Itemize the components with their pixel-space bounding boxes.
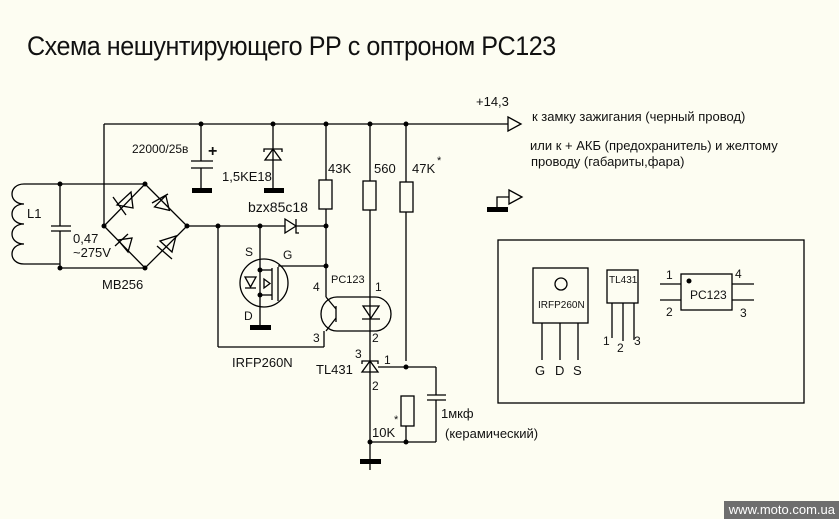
r4-mark: * [394,414,399,426]
output-note-3: проводу (габариты,фара) [531,154,685,169]
cap-fb-label: 1мкф [441,406,474,421]
opto-pin-2: 2 [372,331,379,345]
r4-label: 10K [372,425,396,440]
bridge-diode [151,193,171,212]
resistor-10k [400,395,415,427]
tl431-pin-2: 2 [372,379,379,393]
r1-label: 43K [328,161,352,176]
mosfet-body-diode [243,276,258,289]
pinout-tl431-pin-2: 2 [617,341,624,355]
mosfet-gate-label: G [283,248,293,262]
tvs-label: 1,5KE18 [222,169,272,184]
pinout-tl431-pin-1: 1 [603,334,610,348]
opto-led [361,305,381,320]
inductor-l1 [11,183,60,265]
ground-bar [264,188,284,193]
pinout-opto-name: PC123 [690,288,727,302]
pinout-opto-pin-4: 4 [735,267,742,281]
zener-label: bzx85c18 [248,199,308,215]
cap-main-polarity: + [208,143,218,160]
tl431-symbol [360,359,380,373]
cap-ac-value: 0,47 [73,231,99,246]
pinout-opto-pin-1: 1 [666,268,673,282]
opto-label: PC123 [331,274,365,286]
mosfet-source-label: S [245,245,254,259]
pinout-box [497,239,805,404]
cap-main-label: 22000/25в [132,142,189,156]
ground-bar [192,188,212,193]
pinout-mosfet-name: IRFP260N [538,300,585,311]
cap-ac-voltage: ~275V [73,245,111,260]
r2-label: 560 [374,161,396,176]
tvs-diode [263,147,283,161]
mosfet-body [239,258,289,308]
resistor-47k [399,181,414,213]
opto-pin-4: 4 [313,280,320,294]
resistor-560 [362,180,377,211]
mosfet-package [532,267,589,324]
bridge-diode [156,235,177,260]
pinout-tl431-pin-3: 3 [634,334,641,348]
cap-fb-type: (керамический) [445,426,539,441]
resistor-43k [318,179,333,210]
opto-package [680,273,733,311]
mosfet-drain-label: D [244,309,253,323]
pinout-tl431-name: TL431 [609,275,638,286]
pinout-mosfet-pin-d: D [555,363,565,378]
ground-bar [360,459,381,464]
bridge-diode [114,233,133,254]
pinout-opto-pin-3: 3 [740,306,747,320]
zener-diode [284,217,298,235]
pinout-mosfet-pin-g: G [535,363,546,378]
watermark: www.moto.com.ua [723,501,839,519]
output-note-1: к замку зажигания (черный провод) [532,109,746,124]
pinout-opto-pin-2: 2 [666,305,673,319]
output-arrow-plus [507,115,523,133]
opto-pin-1: 1 [375,280,382,294]
diagram-title: Схема нешунтирующего РР с оптроном PC123 [27,31,556,61]
pinout-mosfet-pin-s: S [573,363,582,378]
voltage-label: +14,3 [476,94,509,109]
mosfet-label: IRFP260N [232,355,293,370]
bridge-rectifier [103,183,188,269]
optocoupler-body [320,296,392,332]
bridge-label: MB256 [102,277,144,292]
output-note-2: или к + АКБ (предохранитель) и желтому [530,138,778,153]
ground-bar [250,325,271,330]
opto-pin-3: 3 [313,331,320,345]
r3-label: 47K [412,161,436,176]
inductor-label: L1 [27,206,42,221]
bridge-diode [112,190,134,216]
tl431-label: TL431 [316,362,353,377]
tl431-pin-3: 3 [355,347,362,361]
ground-bar [487,207,508,212]
output-arrow-ground [508,188,524,206]
tl431-pin-1: 1 [384,353,391,367]
r3-mark: * [437,155,442,167]
